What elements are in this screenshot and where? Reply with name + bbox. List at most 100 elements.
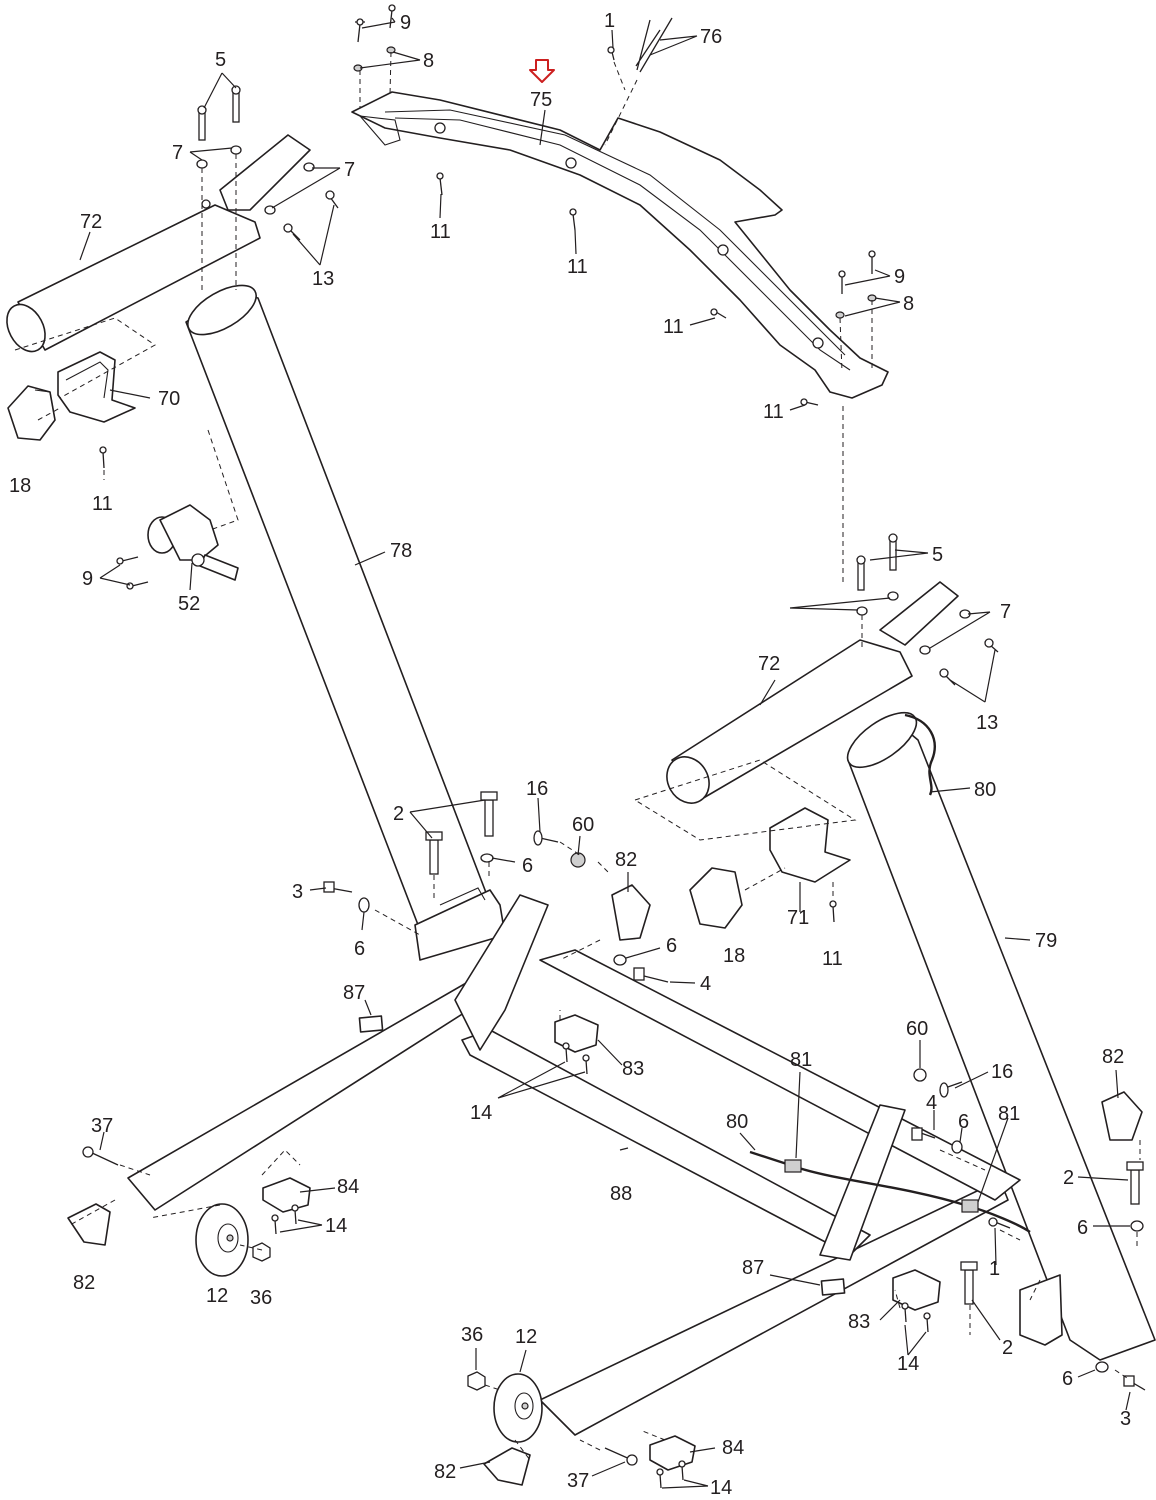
callout-2: 2 xyxy=(393,803,404,825)
callout-8: 8 xyxy=(903,293,914,315)
callout-7: 7 xyxy=(172,142,183,164)
callout-11: 11 xyxy=(822,948,843,970)
callout-6: 6 xyxy=(1077,1217,1088,1239)
callout-11: 11 xyxy=(763,401,784,423)
callout-84: 84 xyxy=(337,1176,359,1198)
connector-part-81-a xyxy=(784,1159,802,1173)
callout-14: 14 xyxy=(325,1215,347,1237)
callout-87: 87 xyxy=(343,982,365,1004)
callout-4: 4 xyxy=(700,973,711,995)
callout-2: 2 xyxy=(1063,1167,1074,1189)
upright-part-78 xyxy=(185,284,506,961)
assembly-alignment-lines xyxy=(14,51,1141,1461)
callout-9: 9 xyxy=(894,266,905,288)
callout-9: 9 xyxy=(400,12,411,34)
handlebar-tube-part-72-left xyxy=(6,134,311,353)
callout-11: 11 xyxy=(92,493,113,515)
callout-72: 72 xyxy=(80,211,102,233)
callout-76: 76 xyxy=(700,26,722,48)
foot-cap-part-82-b xyxy=(483,1447,531,1486)
foot-cap-part-82-a xyxy=(67,1203,111,1246)
callout-78: 78 xyxy=(390,540,412,562)
pivot-part-52 xyxy=(147,504,239,581)
callout-1: 1 xyxy=(989,1258,1000,1280)
callout-leader-lines xyxy=(79,17,1131,1489)
callout-14: 14 xyxy=(710,1477,732,1499)
callout-9: 9 xyxy=(82,568,93,590)
callout-6: 6 xyxy=(1062,1368,1073,1390)
callout-6: 6 xyxy=(958,1111,969,1133)
callout-36: 36 xyxy=(250,1287,272,1309)
label-part-87-b xyxy=(820,1278,846,1296)
callout-70: 70 xyxy=(158,388,180,410)
callout-75: 75 xyxy=(530,89,552,111)
crossbar-part-75 xyxy=(351,91,889,399)
callout-36: 36 xyxy=(461,1324,483,1346)
label-part-87-a xyxy=(358,1015,384,1033)
end-cap-part-70 xyxy=(57,351,136,423)
wheel-part-12-left xyxy=(195,1203,249,1277)
connector-part-81-b xyxy=(961,1199,979,1213)
callout-16: 16 xyxy=(991,1061,1013,1083)
callout-3: 3 xyxy=(292,881,303,903)
callout-8: 8 xyxy=(423,50,434,72)
callout-82: 82 xyxy=(615,849,637,871)
callout-87: 87 xyxy=(742,1257,764,1279)
callout-14: 14 xyxy=(470,1102,492,1124)
upright-part-79 xyxy=(846,711,1156,1361)
block-part-84-b xyxy=(649,1435,696,1471)
callout-80: 80 xyxy=(974,779,996,801)
callout-16: 16 xyxy=(526,778,548,800)
callout-79: 79 xyxy=(1035,930,1057,952)
callout-81: 81 xyxy=(790,1049,812,1071)
wire-part-76 xyxy=(635,17,673,73)
callout-1: 1 xyxy=(604,10,615,32)
callout-18: 18 xyxy=(9,475,31,497)
callout-4: 4 xyxy=(926,1092,937,1114)
callout-3: 3 xyxy=(1120,1408,1131,1430)
wheel-part-12-right xyxy=(493,1373,543,1443)
callout-13: 13 xyxy=(976,712,998,734)
wire-part-80-lower xyxy=(749,1150,1031,1233)
callout-labels: 75 9 8 1 76 11 11 11 11 9 8 5 7 7 72 13 … xyxy=(9,10,1131,1499)
callout-14: 14 xyxy=(897,1353,919,1375)
grip-part-18-right xyxy=(689,867,743,929)
callout-81: 81 xyxy=(998,1103,1020,1125)
callout-12: 12 xyxy=(515,1326,537,1348)
callout-83: 83 xyxy=(848,1311,870,1333)
callout-88: 88 xyxy=(610,1183,632,1205)
callout-7: 7 xyxy=(1000,601,1011,623)
callout-71: 71 xyxy=(787,907,809,929)
highlight-arrow-icon xyxy=(529,59,555,83)
callout-6: 6 xyxy=(666,935,677,957)
callout-13: 13 xyxy=(312,268,334,290)
callout-37: 37 xyxy=(91,1115,113,1137)
callout-82: 82 xyxy=(1102,1046,1124,1068)
callout-72: 72 xyxy=(758,653,780,675)
callout-6: 6 xyxy=(522,855,533,877)
callout-5: 5 xyxy=(932,544,943,566)
grip-part-18-left xyxy=(7,385,56,441)
clip-part-82-c xyxy=(611,884,651,941)
block-part-83-b xyxy=(892,1269,941,1311)
base-frame xyxy=(127,894,1021,1436)
callout-11: 11 xyxy=(663,316,684,338)
block-part-83-a xyxy=(554,1014,599,1053)
callout-52: 52 xyxy=(178,593,200,615)
callout-12: 12 xyxy=(206,1285,228,1307)
callout-37: 37 xyxy=(567,1470,589,1492)
callout-80: 80 xyxy=(726,1111,748,1133)
callout-7: 7 xyxy=(344,159,355,181)
callout-11: 11 xyxy=(430,221,451,243)
wire-part-80-upper xyxy=(904,713,936,796)
callout-18: 18 xyxy=(723,945,745,967)
handlebar-tube-part-72-right xyxy=(666,581,959,804)
callout-60: 60 xyxy=(572,814,594,836)
callout-5: 5 xyxy=(215,49,226,71)
clip-part-82-d xyxy=(1101,1091,1143,1141)
end-cap-part-71 xyxy=(769,807,851,883)
hardware-fasteners xyxy=(82,4,1146,1489)
callout-82: 82 xyxy=(434,1461,456,1483)
callout-82: 82 xyxy=(73,1272,95,1294)
